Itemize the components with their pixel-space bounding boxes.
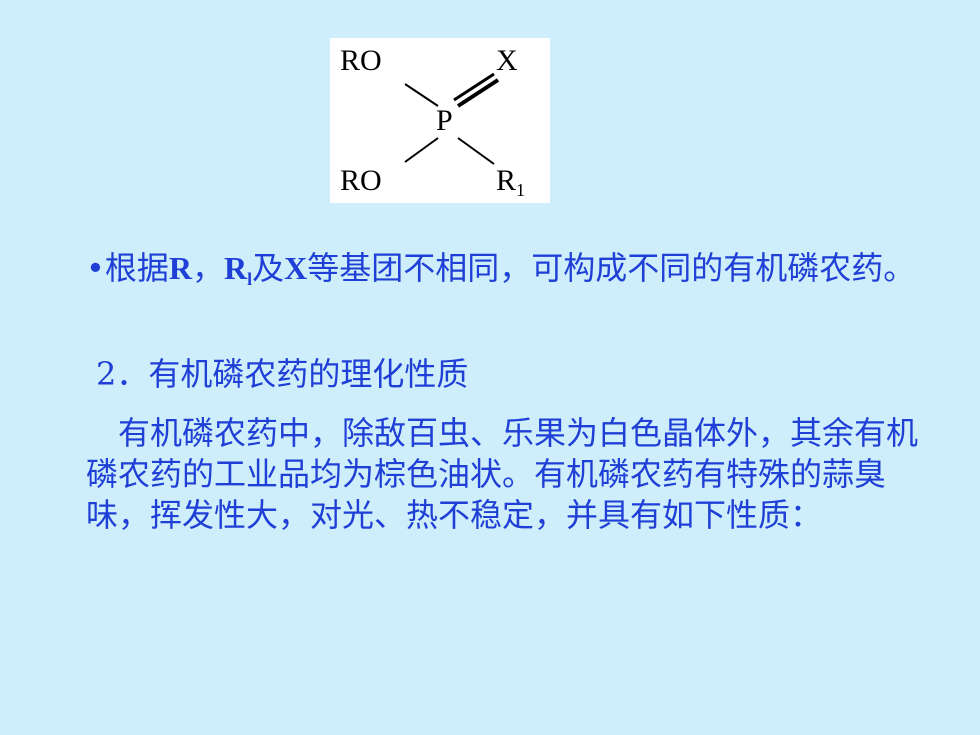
atom-x: X [496,44,518,77]
section-heading: 2．有机磷农药的理化性质 [96,355,469,393]
atom-p: P [436,104,453,137]
bond-ro-bottom [404,137,439,163]
atom-r1-letter: R [496,164,516,197]
atom-ro-top: RO [340,44,382,77]
bullet-part3: 等基团不相同，可构成不同的有机磷农药。 [307,249,916,287]
atom-ro-bottom: RO [340,164,382,197]
atom-r1-sub: 1 [516,180,525,200]
bond-ro-top [404,83,439,107]
bullet-r: R [168,250,192,286]
bullet-text: •根据R，Rl及X等基团不相同，可构成不同的有机磷农药。 [86,248,946,299]
atom-r1: R1 [496,164,525,200]
bullet-x: X [284,250,308,286]
bond-r1 [457,137,495,165]
chemical-structure-figure: RO X P RO R1 [330,38,550,203]
bond-double-x-1 [456,78,500,108]
bullet-part1: 根据 [104,249,169,287]
bond-double-x-2 [453,72,495,102]
bullet-marker: • [86,249,105,287]
bullet-r1-sub: l [247,269,253,289]
body-paragraph: 有机磷农药中，除敌百虫、乐果为白色晶体外，其余有机磷农药的工业品均为棕色油状。有… [86,414,919,534]
phosphorus-structure-diagram: RO X P RO R1 [340,44,525,200]
bullet-r1: R [224,250,248,286]
bullet-sep: ， [192,249,225,287]
bullet-part2: 及 [252,249,285,287]
